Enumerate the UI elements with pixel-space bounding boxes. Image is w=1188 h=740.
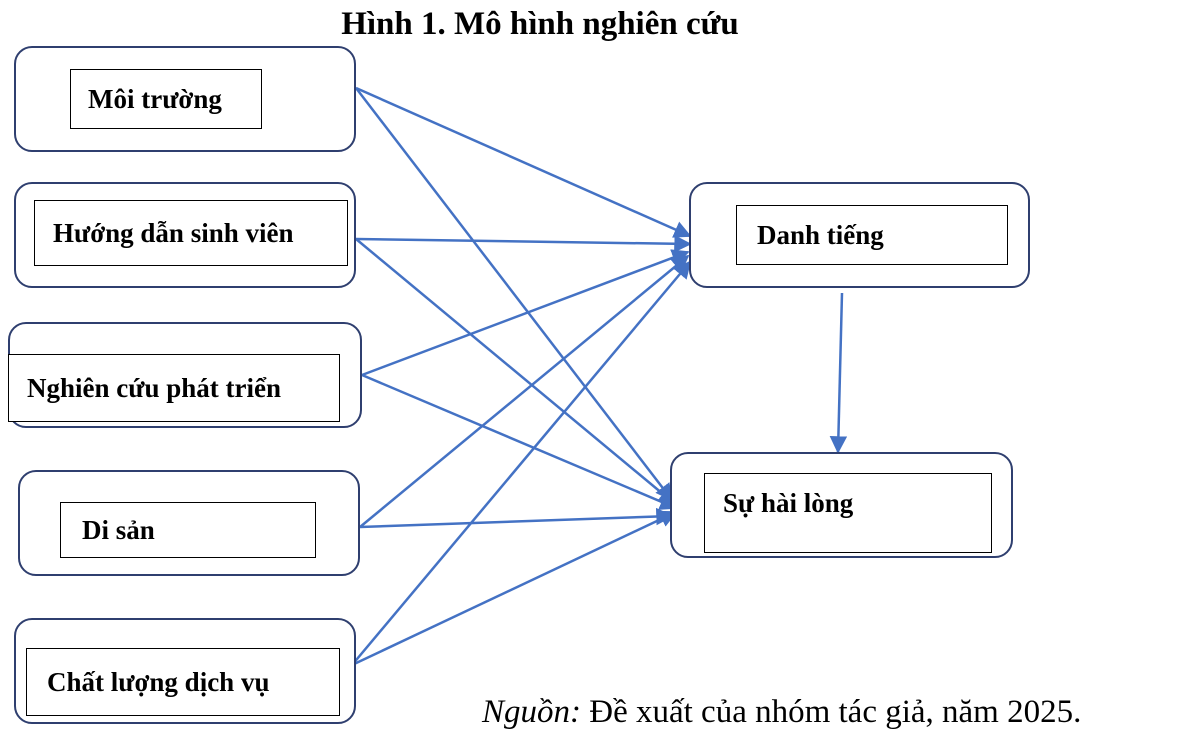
source-label: Nguồn: <box>482 694 581 730</box>
node-label-chat-luong-dich-vu: Chất lượng dịch vụ <box>26 648 340 716</box>
node-label-su-hai-long: Sự hài lòng <box>704 473 992 553</box>
arrow-nghien_cuu-to-su_hai_long <box>361 373 678 510</box>
arrow-moi_truong-to-danh_tieng <box>355 86 692 238</box>
arrow-chat_luong-to-danh_tieng <box>351 260 692 666</box>
arrow-chat_luong-to-su_hai_long <box>351 510 678 667</box>
arrow-huong_dan-to-danh_tieng <box>355 235 692 253</box>
figure-source: Nguồn: Đề xuất của nhóm tác giả, năm 202… <box>482 692 1081 732</box>
arrow-di_san-to-su_hai_long <box>359 507 674 529</box>
node-label-danh-tieng: Danh tiếng <box>736 205 1008 265</box>
node-huong-dan-sinh-vien: Hướng dẫn sinh viên <box>14 182 356 288</box>
source-text: Đề xuất của nhóm tác giả, năm 2025. <box>581 694 1082 730</box>
arrow-huong_dan-to-su_hai_long <box>355 238 677 506</box>
arrow-moi_truong-to-su_hai_long <box>355 87 674 502</box>
node-nghien-cuu-phat-trien: Nghiên cứu phát triển <box>8 322 362 428</box>
arrow-di_san-to-danh_tieng <box>359 254 690 528</box>
arrow-danh_tieng-to-su_hai_long <box>829 292 848 454</box>
node-danh-tieng: Danh tiếng <box>689 182 1030 288</box>
node-label-huong-dan-sinh-vien: Hướng dẫn sinh viên <box>34 200 348 266</box>
arrow-nghien_cuu-to-danh_tieng <box>361 249 690 377</box>
node-di-san: Di sản <box>18 470 360 576</box>
figure-title: Hình 1. Mô hình nghiên cứu <box>341 6 739 42</box>
node-su-hai-long: Sự hài lòng <box>670 452 1013 558</box>
node-label-nghien-cuu-phat-trien: Nghiên cứu phát triển <box>8 354 340 422</box>
node-label-di-san: Di sản <box>60 502 316 558</box>
edge-group <box>351 86 848 667</box>
node-chat-luong-dich-vu: Chất lượng dịch vụ <box>14 618 356 724</box>
node-label-moi-truong: Môi trường <box>70 69 262 129</box>
node-moi-truong: Môi trường <box>14 46 356 152</box>
